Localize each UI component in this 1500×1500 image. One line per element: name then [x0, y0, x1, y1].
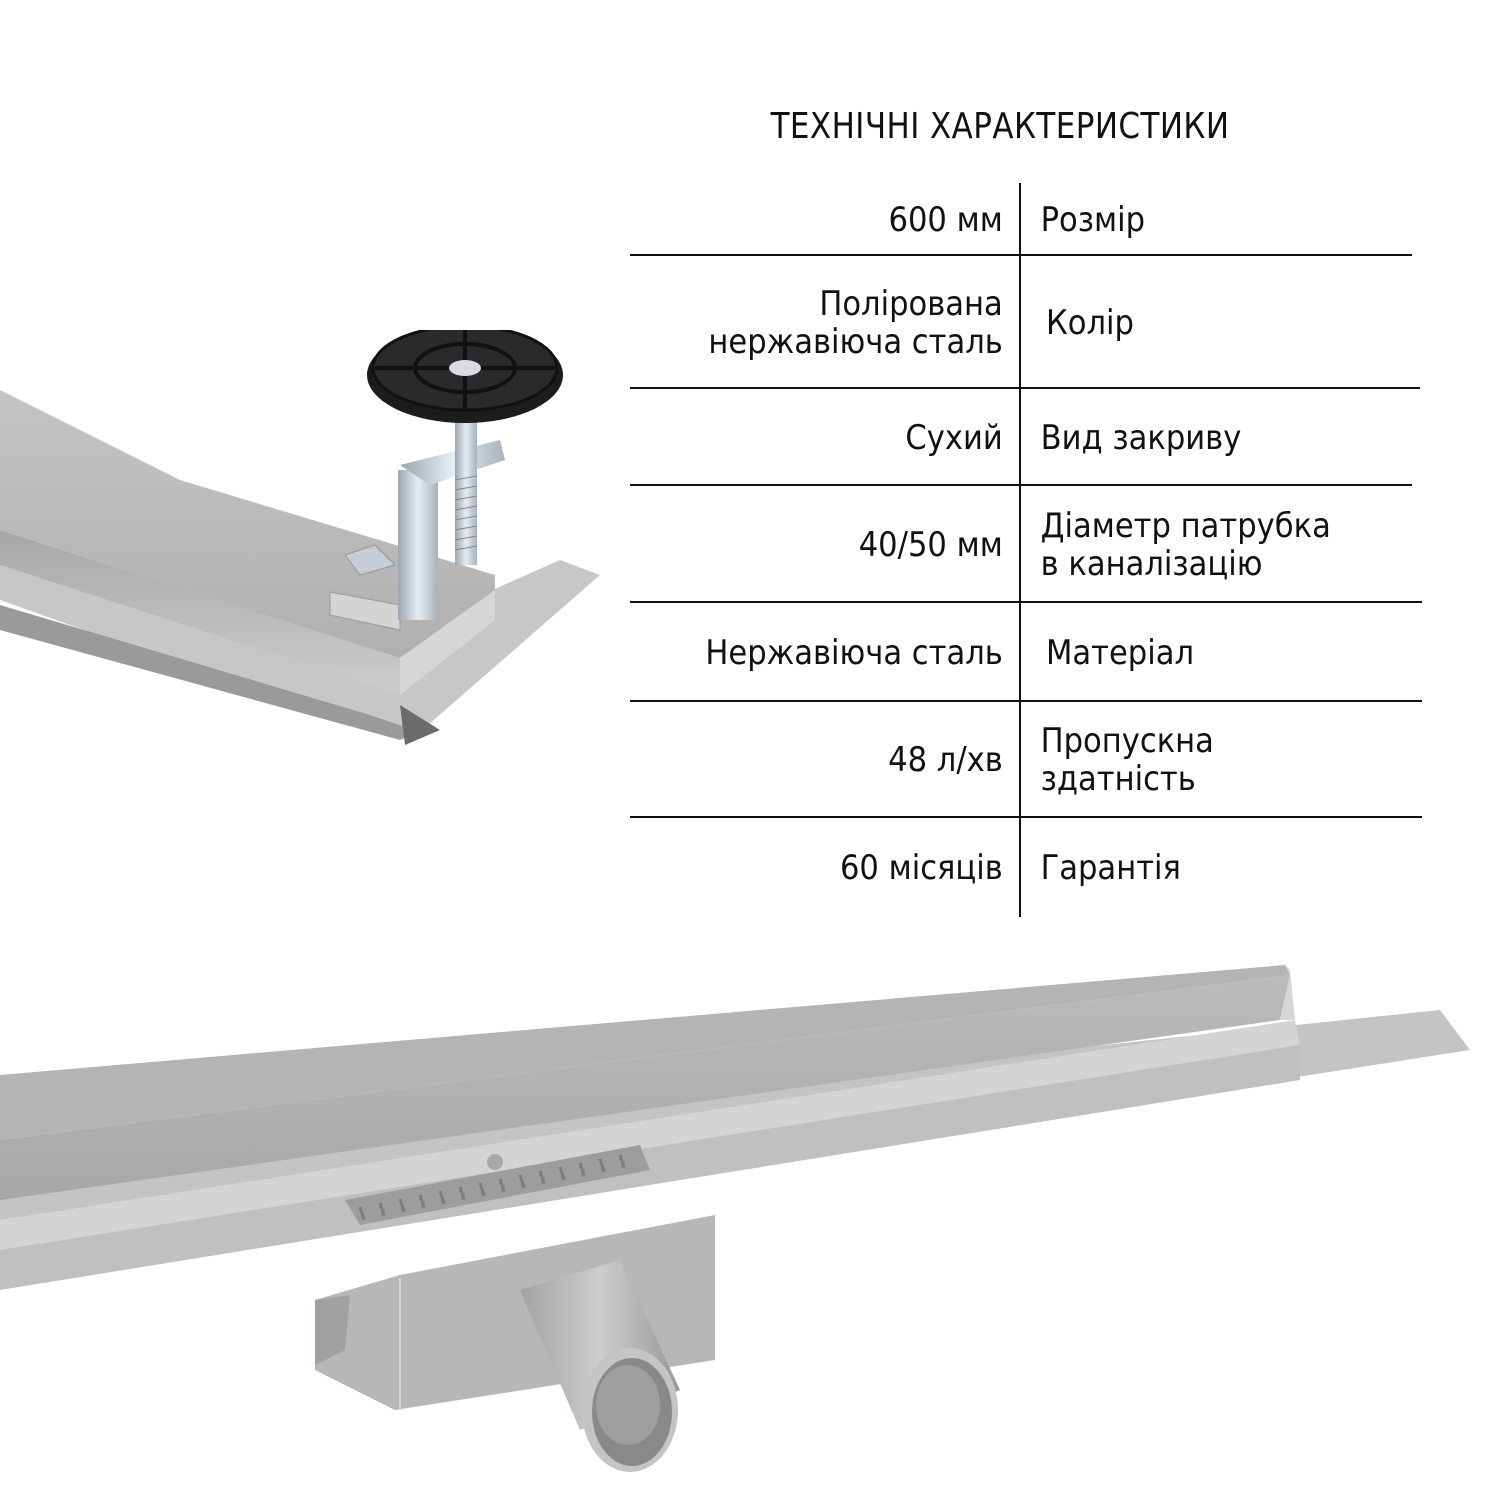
spec-label: Колір [1046, 302, 1134, 343]
spec-label-line: здатність [1040, 759, 1196, 799]
product-image-leveling-bracket [0, 330, 610, 750]
spec-row-material: Нержавіюча сталь Матеріал [630, 603, 1422, 702]
product-image-linear-drain [0, 960, 1500, 1480]
spec-value-line: Полірована [819, 283, 1003, 324]
spec-label-line: Діаметр патрубка [1040, 505, 1331, 546]
spec-row-throughput: 48 л/хв Пропускна здатність [630, 702, 1422, 818]
spec-label: Розмір [1040, 199, 1146, 240]
spec-value: 60 місяців [839, 847, 1003, 888]
spec-label: Пропускна здатність [1019, 702, 1382, 818]
spec-label: Діаметр патрубка в каналізацію [1019, 486, 1382, 603]
spec-row-size: 600 мм Розмір [630, 183, 1422, 256]
page-title: ТЕХНІЧНІ ХАРАКТЕРИСТИКИ [770, 106, 1230, 147]
spec-row-color: Полірована нержавіюча сталь Колір [630, 256, 1422, 389]
spec-label: Вид закриву [1040, 417, 1242, 458]
spec-value: Сухий [905, 417, 1003, 458]
spec-label-line: в каналізацію [1040, 543, 1263, 584]
spec-value: Нержавіюча сталь [705, 632, 1003, 673]
spec-value: 600 мм [888, 199, 1003, 240]
table-vertical-divider [1019, 183, 1021, 917]
spec-table: 600 мм Розмір Полірована нержавіюча стал… [630, 183, 1422, 917]
spec-value: Полірована нержавіюча сталь [669, 256, 1019, 389]
spec-label: Гарантія [1040, 847, 1181, 888]
spec-row-closure: Сухий Вид закриву [630, 389, 1422, 486]
spec-label: Матеріал [1046, 632, 1195, 673]
spec-value-line: нержавіюча сталь [708, 321, 1003, 362]
spec-value: 40/50 мм [858, 524, 1003, 565]
spec-value: 48 л/хв [888, 740, 1003, 780]
spec-label-line: Пропускна [1040, 721, 1214, 761]
spec-row-outlet-diameter: 40/50 мм Діаметр патрубка в каналізацію [630, 486, 1422, 603]
spec-row-warranty: 60 місяців Гарантія [630, 818, 1422, 917]
